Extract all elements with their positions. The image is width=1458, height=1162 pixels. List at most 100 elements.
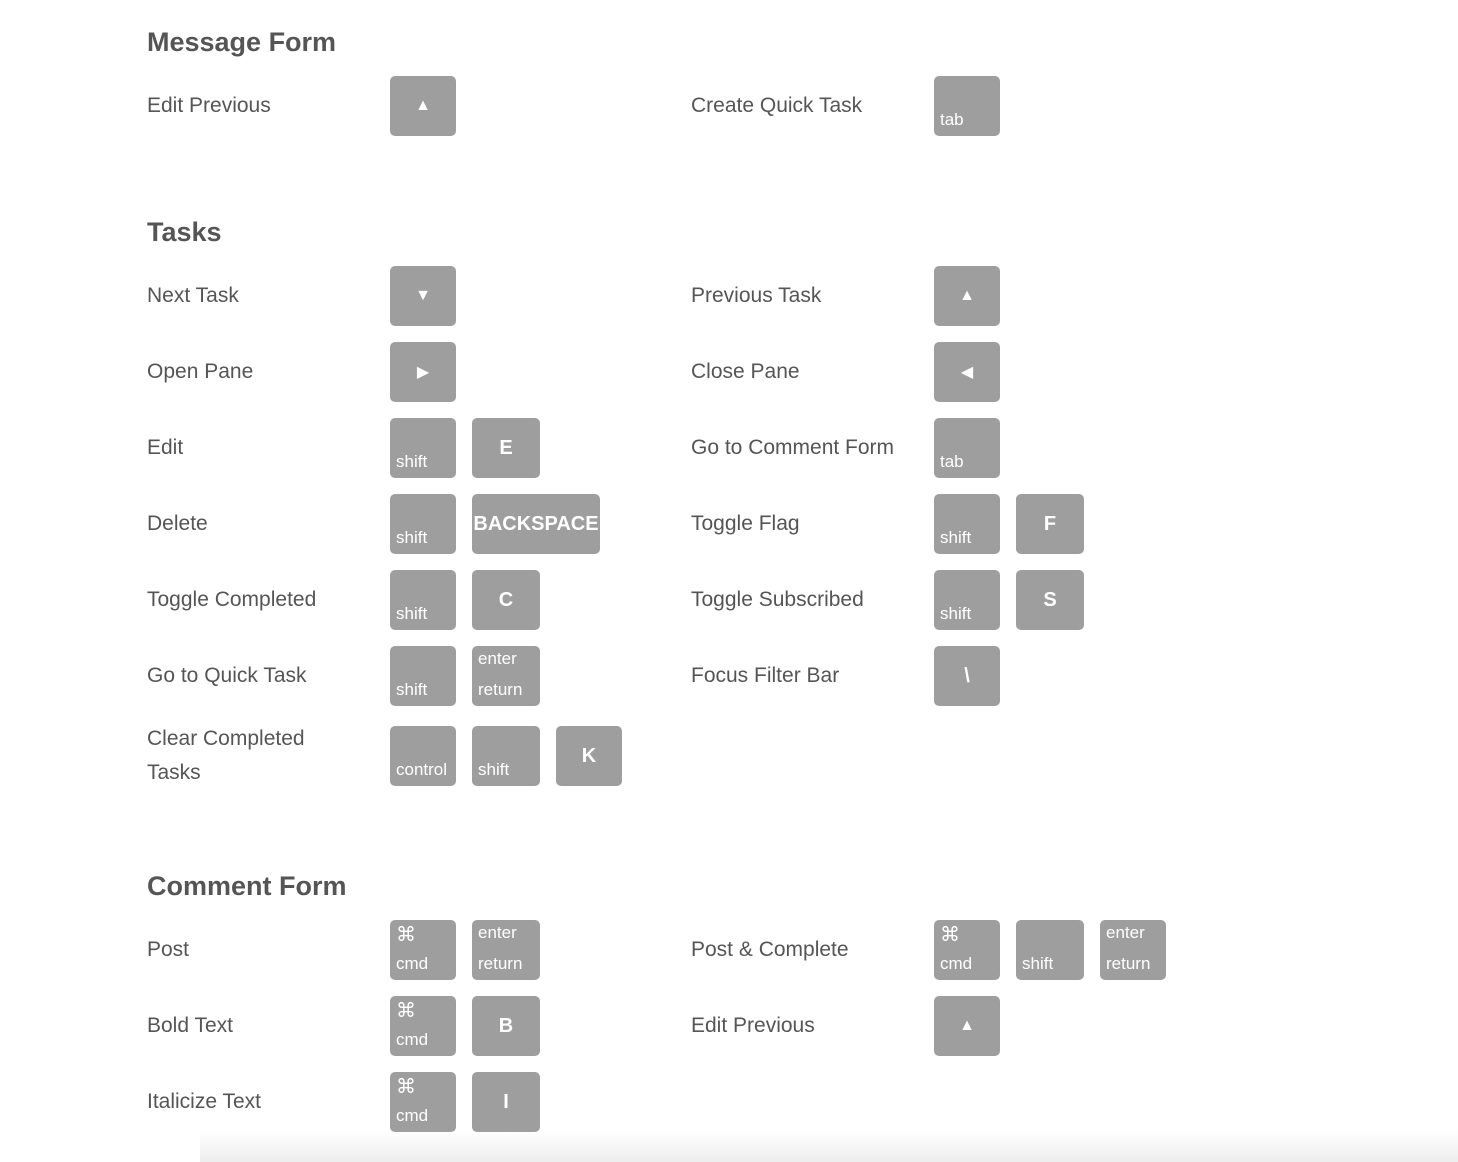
key-up-arrow: ▲	[934, 996, 1000, 1056]
shortcut-label: Previous Task	[691, 284, 822, 307]
key-i: I	[472, 1072, 540, 1132]
key-group: tab	[934, 76, 1000, 136]
key-b: B	[472, 996, 540, 1056]
key-group: ▲	[390, 76, 456, 136]
key-text: B	[498, 1014, 514, 1037]
key-text: F	[1043, 512, 1057, 535]
key-group: ⌘ cmd B	[390, 996, 540, 1056]
key-text: S	[1043, 588, 1057, 611]
shortcut-label: Edit	[147, 436, 184, 459]
key-text: return	[1106, 954, 1151, 973]
right-arrow-icon: ▶	[416, 364, 430, 381]
key-group: ⌘ cmd shift enter return	[934, 920, 1166, 980]
key-shift: shift	[390, 646, 456, 706]
shortcut-row-toggle-flag: Toggle Flag shift F	[691, 494, 1151, 554]
shortcut-label: Edit Previous	[691, 1014, 815, 1037]
key-enter-return: enter return	[472, 920, 540, 980]
shortcut-row-edit: Edit shift E	[147, 418, 607, 478]
key-s: S	[1016, 570, 1084, 630]
key-k: K	[556, 726, 622, 786]
key-text: E	[499, 436, 513, 459]
shortcut-row-edit-previous: Edit Previous ▲	[147, 76, 607, 136]
key-f: F	[1016, 494, 1084, 554]
key-group: ▲	[934, 996, 1000, 1056]
key-shift: shift	[934, 570, 1000, 630]
command-icon: ⌘	[940, 924, 960, 946]
key-text: shift	[940, 528, 972, 547]
key-group: ▶	[390, 342, 456, 402]
key-group: shift enter return	[390, 646, 540, 706]
up-arrow-icon: ▲	[959, 1017, 975, 1034]
key-group: \	[934, 646, 1000, 706]
key-text: cmd	[396, 1030, 429, 1049]
key-text: shift	[940, 604, 972, 623]
shortcut-row-post-and-complete: Post & Complete ⌘ cmd shift enter return	[691, 920, 1191, 980]
shortcut-row-post: Post ⌘ cmd enter return	[147, 920, 607, 980]
shortcut-row-bold-text: Bold Text ⌘ cmd B	[147, 996, 607, 1056]
key-text: return	[478, 954, 523, 973]
key-shift: shift	[934, 494, 1000, 554]
shortcut-label: Post & Complete	[691, 938, 849, 961]
key-text: tab	[940, 452, 964, 471]
key-group: ◀	[934, 342, 1000, 402]
shortcut-row-italicize-text: Italicize Text ⌘ cmd I	[147, 1072, 607, 1132]
section-title-message-form: Message Form	[147, 27, 337, 57]
key-text: shift	[478, 760, 510, 779]
key-shift: shift	[390, 570, 456, 630]
key-text: tab	[940, 110, 964, 129]
key-text: cmd	[940, 954, 973, 973]
shortcut-label: Bold Text	[147, 1014, 233, 1037]
key-enter-return: enter return	[472, 646, 540, 706]
shortcut-label: Toggle Flag	[691, 512, 800, 535]
up-arrow-icon: ▲	[415, 97, 431, 114]
key-shift: shift	[390, 494, 456, 554]
key-shift: shift	[472, 726, 540, 786]
shortcut-label: Go to Quick Task	[147, 664, 307, 687]
shortcut-label: Edit Previous	[147, 94, 271, 117]
key-down-arrow: ▼	[390, 266, 456, 326]
key-text: shift	[1022, 954, 1054, 973]
section-title-comment-form: Comment Form	[147, 871, 347, 901]
key-cmd: ⌘ cmd	[390, 1072, 456, 1132]
key-backspace: BACKSPACE	[472, 494, 600, 554]
key-group: ⌘ cmd enter return	[390, 920, 540, 980]
key-cmd: ⌘ cmd	[934, 920, 1000, 980]
key-e: E	[472, 418, 540, 478]
shortcut-row-clear-completed-tasks: Clear Completed Tasks control shift K	[147, 726, 627, 786]
key-control: control	[390, 726, 456, 786]
key-text: cmd	[396, 1106, 429, 1125]
shortcut-label: Next Task	[147, 284, 239, 307]
key-group: ▲	[934, 266, 1000, 326]
key-group: shift C	[390, 570, 540, 630]
command-icon: ⌘	[396, 1000, 416, 1022]
shortcut-label: Italicize Text	[147, 1090, 261, 1113]
shortcut-row-previous-task: Previous Task ▲	[691, 266, 1151, 326]
key-group: shift BACKSPACE	[390, 494, 600, 554]
shortcut-label: Delete	[147, 512, 208, 535]
key-tab: tab	[934, 418, 1000, 478]
key-text: return	[478, 680, 523, 699]
command-icon: ⌘	[396, 1076, 416, 1098]
key-group: ▼	[390, 266, 456, 326]
shortcut-row-toggle-completed: Toggle Completed shift C	[147, 570, 607, 630]
key-tab: tab	[934, 76, 1000, 136]
key-text: shift	[396, 680, 428, 699]
key-text: control	[396, 760, 448, 779]
key-text: K	[581, 744, 597, 767]
key-cmd: ⌘ cmd	[390, 996, 456, 1056]
left-arrow-icon: ◀	[960, 364, 974, 381]
key-text: enter	[1106, 923, 1145, 942]
key-text: \	[964, 664, 970, 687]
shortcut-row-close-pane: Close Pane ◀	[691, 342, 1151, 402]
key-text: shift	[396, 604, 428, 623]
key-shift: shift	[390, 418, 456, 478]
key-text: shift	[396, 528, 428, 547]
key-text: C	[498, 588, 514, 611]
key-text: enter	[478, 923, 517, 942]
shortcut-label: Toggle Completed	[147, 588, 317, 611]
key-left-arrow: ◀	[934, 342, 1000, 402]
key-right-arrow: ▶	[390, 342, 456, 402]
key-c: C	[472, 570, 540, 630]
key-text: I	[503, 1090, 509, 1113]
shortcut-label: Go to Comment Form	[691, 436, 895, 459]
